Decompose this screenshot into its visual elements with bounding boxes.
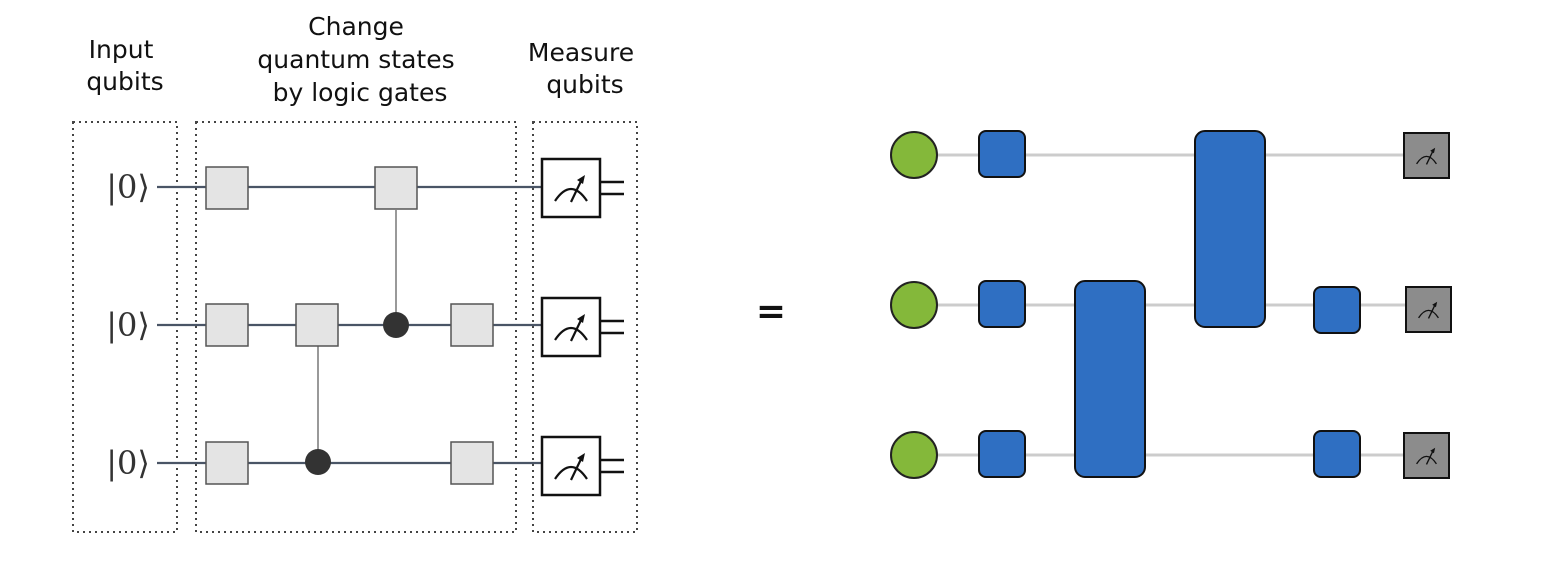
gate-q1-a: [205, 166, 249, 210]
header-input-line-2: qubits: [86, 67, 163, 96]
header-measure-line-2: qubits: [546, 70, 623, 99]
block-gate-q3-b: [1313, 430, 1361, 478]
header-gates-line-1: Change: [308, 12, 404, 41]
measure-section-box: [532, 121, 638, 533]
left-circuit: Input qubits Change quantum states by lo…: [72, 12, 642, 533]
qubit-node-1: [890, 131, 938, 179]
measure-gate-3: [540, 435, 624, 497]
measure-gate-1: [540, 157, 624, 219]
input-section-box: [72, 121, 178, 533]
block-measure-1: [1403, 132, 1450, 179]
measure-gate-2: [540, 296, 624, 358]
gate-q2-a: [205, 303, 249, 347]
header-measure: Measure qubits: [528, 38, 642, 99]
block-measure-3: [1403, 432, 1450, 479]
block-gate-q1-q2: [1194, 130, 1266, 328]
qubit-label-2: |0⟩: [106, 306, 150, 344]
block-gate-q3-a: [978, 430, 1026, 478]
block-measure-2: [1405, 286, 1452, 333]
equals-sign: =: [756, 291, 786, 332]
block-gate-q2-q3: [1074, 280, 1146, 478]
qubit-node-2: [890, 281, 938, 329]
control-dot-2: [305, 449, 331, 475]
gate-q1-b: [374, 166, 418, 210]
gates-section-box: [195, 121, 517, 533]
header-measure-line-1: Measure: [528, 38, 634, 67]
gate-q2-c: [450, 303, 494, 347]
gate-q2-b: [295, 303, 339, 347]
block-gate-q1-a: [978, 130, 1026, 178]
qubit-label-3: |0⟩: [106, 444, 150, 482]
gate-q3-b: [450, 441, 494, 485]
control-dot-1: [383, 312, 409, 338]
qubit-node-3: [890, 431, 938, 479]
qubit-label-1: |0⟩: [106, 168, 150, 206]
block-gate-q2-b: [1313, 286, 1361, 334]
gate-q3-a: [205, 441, 249, 485]
header-gates-line-2: quantum states: [257, 45, 454, 74]
header-gates: Change quantum states by logic gates: [257, 12, 462, 107]
header-input-line-1: Input: [89, 35, 154, 64]
header-gates-line-3: by logic gates: [273, 78, 448, 107]
right-circuit: [890, 130, 1452, 479]
block-gate-q2-a: [978, 280, 1026, 328]
header-input: Input qubits: [86, 35, 163, 96]
